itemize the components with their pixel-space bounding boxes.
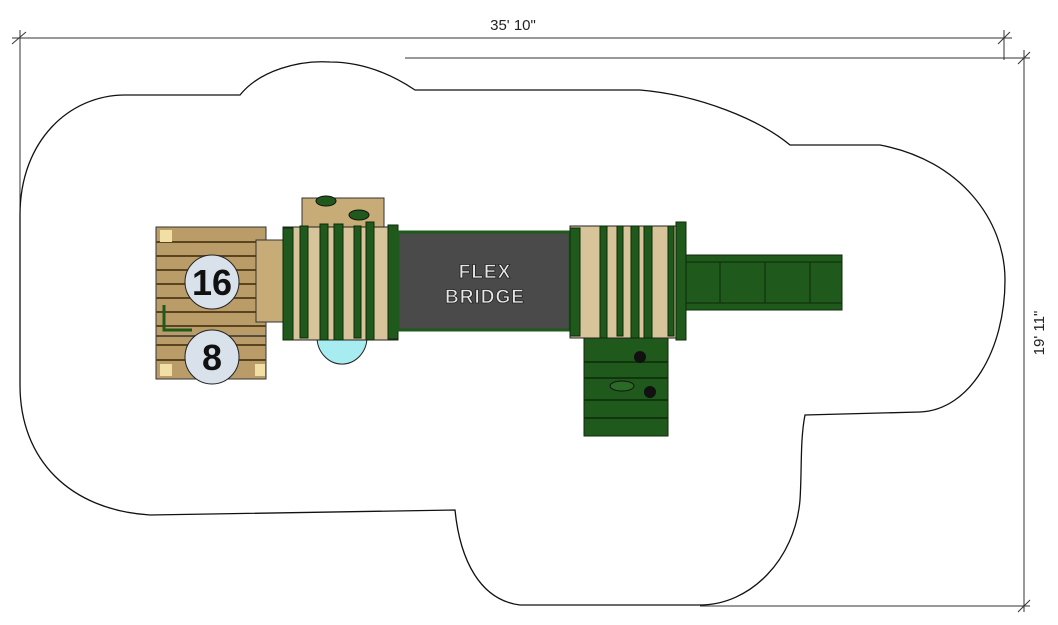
left-crawl-tunnel: [282, 195, 399, 365]
deck-height-badge: [184, 254, 240, 310]
bridge-label-line1: FLEX: [459, 262, 512, 283]
use-zone-outline: [19, 61, 1006, 606]
flex-bridge: [396, 230, 572, 332]
bridge-label-line2: BRIDGE: [445, 287, 525, 308]
height-label: 19' 11": [1031, 311, 1048, 356]
deck-upper-height: 16: [192, 262, 232, 303]
right-crawl-tunnel: [569, 221, 687, 341]
deck-height-badge: [184, 329, 240, 385]
rock-climber: [583, 337, 669, 437]
width-label: 35' 10": [490, 17, 536, 34]
bubble-panel: [316, 336, 368, 365]
deck-lower-height: 8: [202, 337, 222, 378]
slide: [685, 254, 843, 311]
width-dimension: [11, 30, 1031, 613]
